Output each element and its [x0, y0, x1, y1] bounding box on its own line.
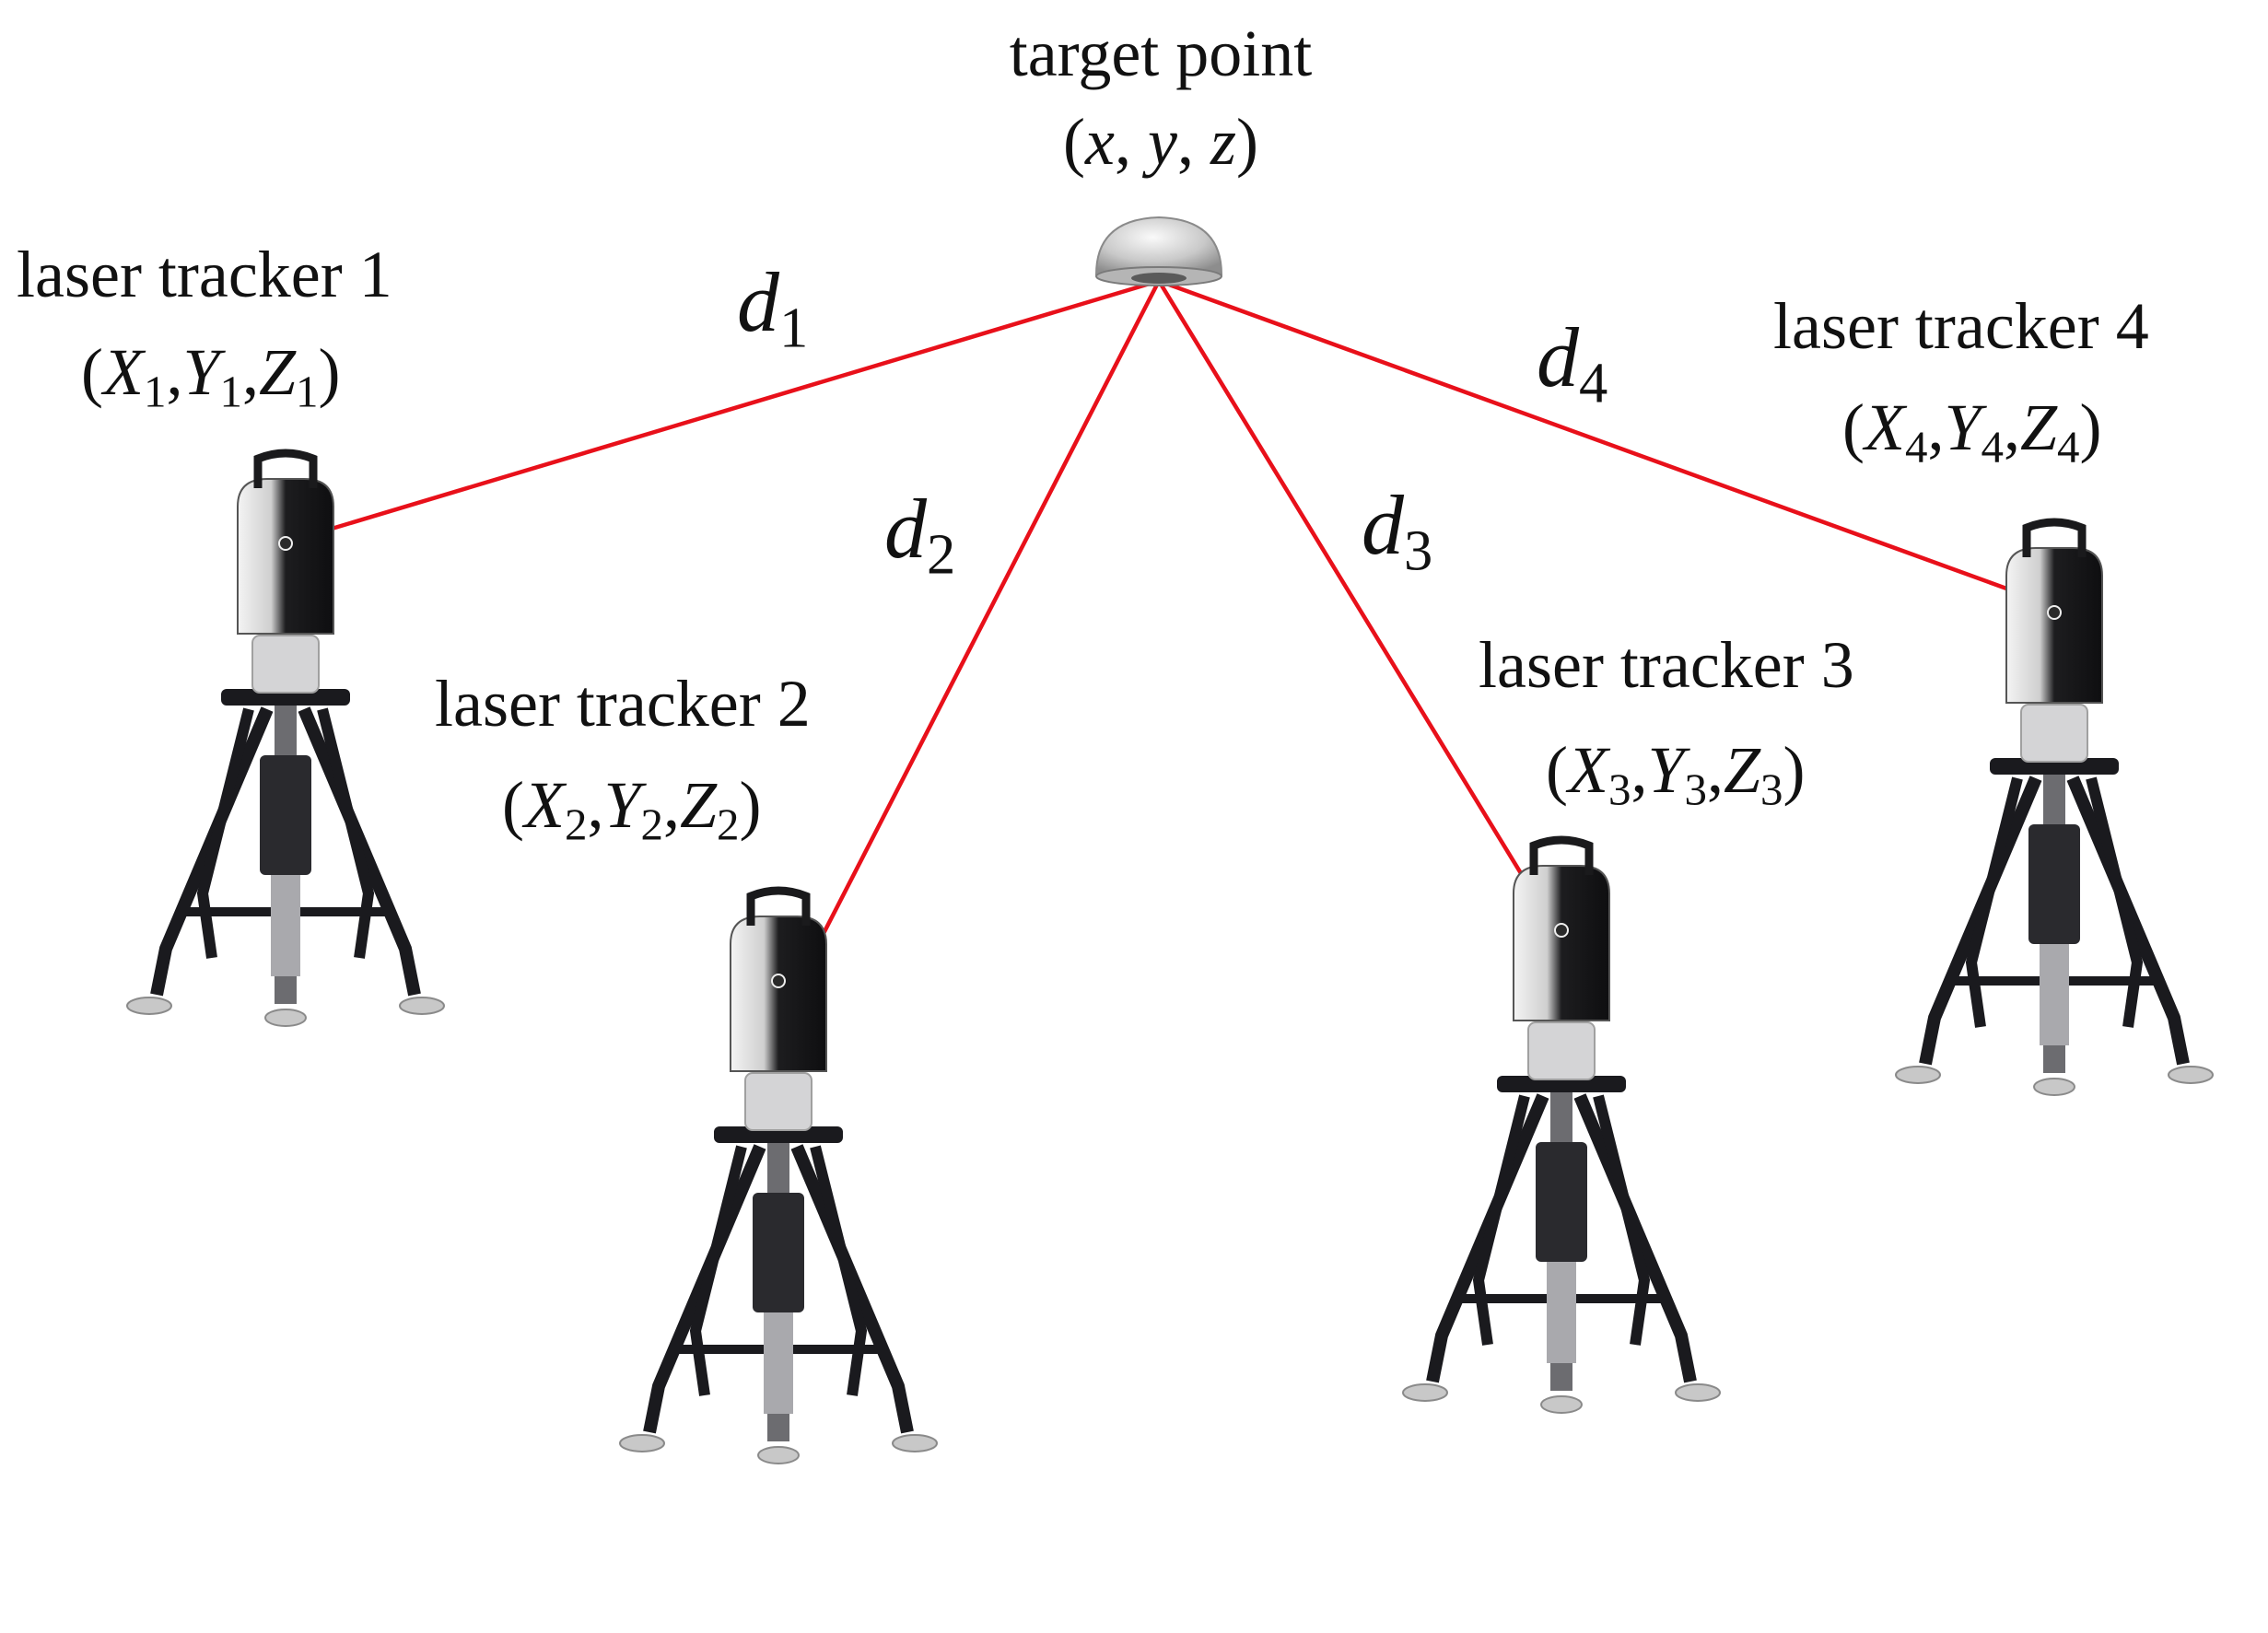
- laser-beam-4: [1156, 278, 2063, 611]
- laser-beam-2: [797, 278, 1162, 983]
- tracker-head: [730, 916, 827, 1072]
- tripod-column-lower: [764, 1312, 793, 1414]
- tripod-foot: [126, 997, 172, 1015]
- tripod-strut-right: [2086, 776, 2144, 1028]
- tracker-aperture: [1554, 923, 1569, 938]
- tracker-neck: [2020, 704, 2088, 763]
- tripod-crank: [260, 755, 311, 875]
- tracker-head: [2005, 547, 2103, 704]
- tripod-head-plate: [714, 1126, 843, 1143]
- distance-label-d4: d4: [1537, 310, 1608, 415]
- tripod-foot: [619, 1434, 665, 1452]
- tracker-neck: [251, 635, 320, 694]
- tripod-crank: [2028, 824, 2080, 944]
- tripod-foot: [1675, 1383, 1721, 1402]
- tripod-foot: [892, 1434, 938, 1452]
- tracker-neck: [1527, 1021, 1596, 1080]
- tracker-handle: [1529, 835, 1594, 875]
- target-point-reflector: [1094, 216, 1223, 286]
- tracker-head: [1513, 865, 1610, 1021]
- tracker-aperture: [2047, 605, 2062, 620]
- tripod-head-plate: [221, 689, 350, 706]
- tripod-foot: [264, 1009, 307, 1027]
- tripod-head-plate: [1497, 1076, 1626, 1092]
- tripod-strut-right: [1593, 1094, 1651, 1346]
- tripod-foot: [399, 997, 445, 1015]
- tracker-2-coords: (X2,Y2,Z2): [502, 768, 762, 850]
- tracker-4-label: laser tracker 4: [1773, 289, 2149, 363]
- tracker-2-label: laser tracker 2: [435, 667, 811, 741]
- tracker-neck: [744, 1072, 813, 1131]
- tracker-head: [237, 478, 334, 635]
- tracker-1-label: laser tracker 1: [17, 238, 392, 311]
- distance-label-d1: d1: [737, 255, 809, 360]
- reflector-dome-icon: [1094, 216, 1223, 275]
- tripod-strut-left: [1965, 776, 2023, 1028]
- tracker-4-coords: (X4,Y4,Z4): [1842, 391, 2102, 472]
- tripod-strut-right: [317, 707, 375, 959]
- tracker-3-label: laser tracker 3: [1479, 628, 1854, 702]
- tripod-head-plate: [1990, 758, 2119, 775]
- tripod-foot: [1540, 1395, 1583, 1414]
- tracker-handle: [253, 449, 318, 488]
- tripod-crank: [1536, 1142, 1587, 1262]
- tracker-aperture: [771, 974, 786, 988]
- distance-label-d2: d2: [884, 482, 956, 587]
- tracker-aperture: [278, 536, 293, 551]
- laser-tracker-4-icon: [1895, 518, 2214, 1096]
- laser-tracker-2-icon: [619, 886, 938, 1464]
- tripod-crank: [753, 1193, 804, 1312]
- distance-label-d3: d3: [1362, 478, 1433, 583]
- laser-tracker-3-icon: [1402, 835, 1721, 1414]
- tripod-foot: [757, 1446, 800, 1464]
- tripod-column-lower: [271, 875, 300, 976]
- tracker-handle: [2022, 518, 2087, 557]
- tripod-strut-left: [196, 707, 254, 959]
- target-point-label: target point: [1009, 17, 1313, 90]
- target-point-coords: (x, y, z): [1063, 105, 1258, 179]
- laser-beams: [274, 278, 2063, 983]
- laser-beam-1: [274, 278, 1162, 548]
- laser-beam-3: [1156, 278, 1560, 935]
- tracker-illustrations: [126, 449, 2214, 1464]
- tracker-handle: [746, 886, 811, 926]
- tracker-3-coords: (X3,Y3,Z3): [1546, 733, 1806, 815]
- tripod-foot: [2033, 1078, 2075, 1096]
- tripod-strut-right: [810, 1145, 868, 1396]
- tripod-column-lower: [2040, 944, 2069, 1045]
- tripod-strut-left: [689, 1145, 747, 1396]
- tripod-foot: [1895, 1066, 1941, 1084]
- tripod-foot: [1402, 1383, 1448, 1402]
- reflector-prism: [1131, 273, 1187, 284]
- tracker-1-coords: (X1,Y1,Z1): [81, 335, 341, 417]
- tripod-foot: [2168, 1066, 2214, 1084]
- tripod-column-lower: [1547, 1262, 1576, 1363]
- tripod-strut-left: [1472, 1094, 1530, 1346]
- laser-tracker-1-icon: [126, 449, 445, 1027]
